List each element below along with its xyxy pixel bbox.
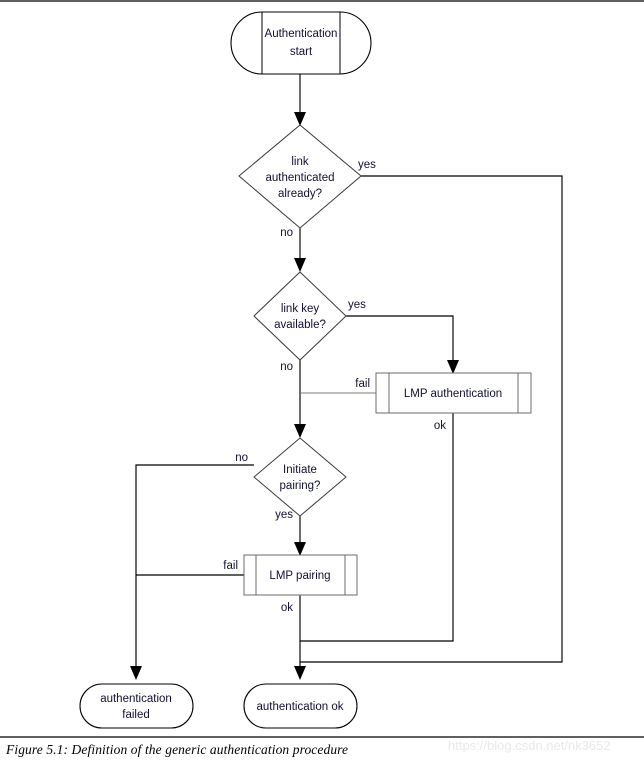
figure-caption: Figure 5.1: Definition of the generic au…	[6, 742, 349, 757]
lmp-pair-label: LMP pairing	[269, 570, 330, 582]
decision3-diamond-shape	[253, 437, 347, 517]
auth-failed-shape	[79, 683, 194, 729]
arrowhead-lmp-auth-in	[447, 360, 459, 374]
edge-label-d2-yes: yes	[348, 299, 366, 311]
auth-ok-label: authentication ok	[257, 701, 344, 713]
arrowhead-d3-in	[294, 424, 306, 438]
auth-failed-label-line2: failed	[122, 709, 150, 721]
decision2-diamond-shape	[253, 271, 347, 361]
node-decision-link-authenticated[interactable]: link authenticated already?	[238, 124, 362, 229]
auth-failed-label-line1: authentication	[100, 693, 172, 705]
start-capsule-shape	[230, 11, 372, 75]
edge-label-lmp-pair-ok: ok	[281, 602, 293, 614]
decision1-label-line1: link	[291, 156, 309, 168]
start-label-line1: Authentication	[265, 28, 338, 40]
edge-label-d3-no: no	[235, 452, 248, 464]
lmp-pair-inner-box	[255, 554, 346, 596]
edge-label-d2-no: no	[280, 361, 293, 373]
lmp-auth-label: LMP authentication	[404, 388, 502, 400]
decision2-label-line2: available?	[274, 319, 326, 331]
arrowhead-d2-in	[294, 258, 306, 272]
edge-label-lmp-pair-fail: fail	[223, 560, 238, 572]
edge-labels: yes no yes no fail ok no yes fail ok	[223, 159, 446, 614]
edge-label-d3-yes: yes	[275, 509, 293, 521]
arrowhead-auth-ok-in	[294, 666, 306, 680]
arrowhead-lmp-pair-in	[294, 542, 306, 556]
connectors	[130, 74, 563, 680]
edge-lmp-auth-ok-to-auth-ok	[300, 413, 454, 642]
edge-label-d1-no: no	[280, 227, 293, 239]
auth-ok-shape	[243, 683, 358, 729]
node-authentication-start[interactable]: Authentication start	[230, 11, 372, 75]
lmp-auth-inner-box	[388, 372, 519, 414]
arrowhead-auth-failed-in	[130, 666, 142, 680]
start-label-line2: start	[290, 46, 313, 58]
decision3-label-line1: Initiate	[283, 464, 317, 476]
node-authentication-ok[interactable]: authentication ok	[243, 683, 358, 729]
decision1-diamond-shape	[238, 124, 362, 229]
node-lmp-pairing[interactable]: LMP pairing	[243, 554, 358, 596]
node-decision-link-key-available[interactable]: link key available?	[253, 271, 347, 361]
edge-label-lmp-auth-ok: ok	[434, 420, 446, 432]
arrowhead-d1-in	[294, 112, 306, 126]
edge-label-lmp-auth-fail: fail	[355, 378, 370, 390]
decision1-label-line3: already?	[278, 188, 322, 200]
node-lmp-authentication[interactable]: LMP authentication	[375, 372, 532, 414]
node-authentication-failed[interactable]: authentication failed	[79, 683, 194, 729]
edge-label-d1-yes: yes	[358, 159, 376, 171]
decision2-label-line1: link key	[281, 303, 320, 315]
edge-d2-yes-to-lmp-auth	[346, 315, 454, 362]
decision3-label-line2: pairing?	[280, 480, 321, 492]
site-watermark: https://blog.csdn.net/nk3652	[448, 738, 611, 753]
edge-d3-no-to-auth-failed	[135, 464, 254, 668]
decision1-label-line2: authenticated	[265, 172, 334, 184]
edge-d1-yes-to-auth-ok	[300, 175, 563, 663]
node-decision-initiate-pairing[interactable]: Initiate pairing?	[253, 437, 347, 517]
